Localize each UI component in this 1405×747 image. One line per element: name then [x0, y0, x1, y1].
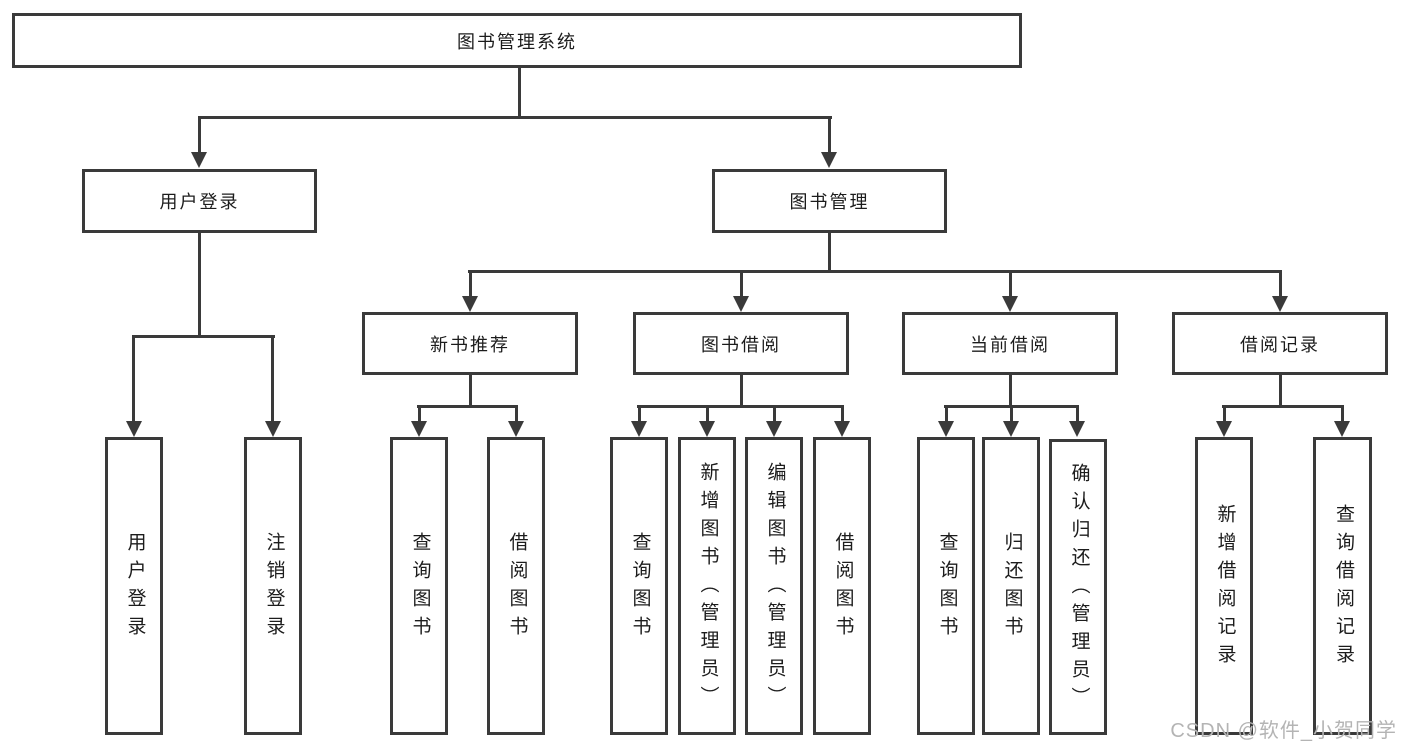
arrowhead — [1003, 421, 1019, 437]
connector-line — [1222, 405, 1344, 408]
node-new-book-recommend: 新书推荐 — [362, 312, 578, 375]
node-book-borrow: 图书借阅 — [633, 312, 849, 375]
arrowhead — [631, 421, 647, 437]
connector-line — [518, 68, 521, 118]
connector-line — [1279, 270, 1282, 298]
leaf-return-book: 归还图书 — [982, 437, 1040, 735]
leaf-query-borrow-record: 查询借阅记录 — [1313, 437, 1372, 735]
connector-line — [1009, 375, 1012, 407]
arrowhead — [126, 421, 142, 437]
node-borrow-records: 借阅记录 — [1172, 312, 1388, 375]
connector-line — [740, 270, 743, 298]
leaf-logout: 注销登录 — [244, 437, 302, 735]
arrowhead — [462, 296, 478, 312]
connector-line — [198, 233, 201, 337]
connector-line — [198, 116, 832, 119]
arrowhead — [821, 152, 837, 168]
connector-line — [638, 405, 641, 423]
connector-line — [740, 375, 743, 407]
connector-line — [1010, 405, 1013, 423]
connector-line — [945, 405, 948, 423]
arrowhead — [1216, 421, 1232, 437]
connector-line — [132, 335, 275, 338]
node-book-management: 图书管理 — [712, 169, 947, 233]
leaf-borrow-books-recommend: 借阅图书 — [487, 437, 545, 735]
arrowhead — [733, 296, 749, 312]
arrowhead — [938, 421, 954, 437]
connector-line — [637, 405, 844, 408]
connector-line — [773, 405, 776, 423]
connector-line — [841, 405, 844, 423]
arrowhead — [834, 421, 850, 437]
connector-line — [198, 116, 201, 154]
connector-line — [1341, 405, 1344, 423]
connector-line — [706, 405, 709, 423]
connector-line — [1009, 270, 1012, 298]
connector-line — [828, 233, 831, 272]
leaf-edit-book-admin: 编辑图书（管理员） — [745, 437, 803, 735]
arrowhead — [766, 421, 782, 437]
connector-line — [515, 405, 518, 423]
node-current-borrow: 当前借阅 — [902, 312, 1118, 375]
leaf-borrow-books: 借阅图书 — [813, 437, 871, 735]
connector-line — [469, 375, 472, 407]
arrowhead — [1002, 296, 1018, 312]
connector-line — [468, 270, 1282, 273]
arrowhead — [265, 421, 281, 437]
connector-line — [828, 116, 831, 154]
watermark: CSDN @软件_小贺同学 — [1170, 720, 1397, 742]
arrowhead — [191, 152, 207, 168]
leaf-user-login: 用户登录 — [105, 437, 163, 735]
leaf-query-books-current: 查询图书 — [917, 437, 975, 735]
leaf-add-borrow-record: 新增借阅记录 — [1195, 437, 1253, 735]
node-user-login: 用户登录 — [82, 169, 317, 233]
leaf-query-books-borrow: 查询图书 — [610, 437, 668, 735]
leaf-query-books-recommend: 查询图书 — [390, 437, 448, 735]
connector-line — [418, 405, 421, 423]
connector-line — [271, 335, 274, 423]
leaf-add-book-admin: 新增图书（管理员） — [678, 437, 736, 735]
connector-line — [1223, 405, 1226, 423]
node-library-system: 图书管理系统 — [12, 13, 1022, 68]
arrowhead — [508, 421, 524, 437]
connector-line — [1279, 375, 1282, 407]
arrowhead — [1069, 421, 1085, 437]
arrowhead — [411, 421, 427, 437]
arrowhead — [699, 421, 715, 437]
connector-line — [469, 270, 472, 298]
connector-line — [132, 335, 135, 423]
leaf-confirm-return-admin: 确认归还（管理员） — [1049, 439, 1107, 735]
arrowhead — [1272, 296, 1288, 312]
connector-line — [1076, 405, 1079, 423]
arrowhead — [1334, 421, 1350, 437]
connector-line — [417, 405, 518, 408]
